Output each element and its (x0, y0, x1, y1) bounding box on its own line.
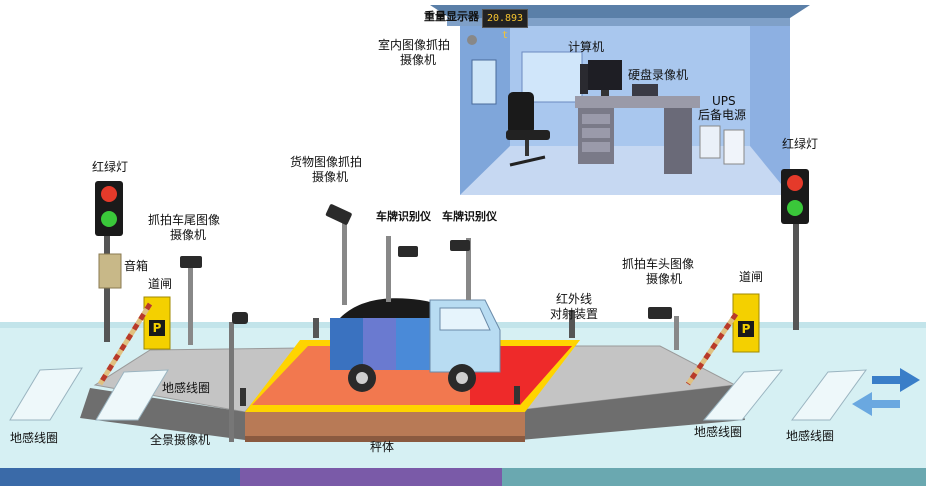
cargo-camera-label-1: 货物图像抓拍 (290, 155, 363, 169)
truck-cargo (340, 298, 458, 320)
speaker (98, 253, 122, 289)
loop-coil-right-2-label: 地感线圈 (786, 429, 835, 443)
scale-base (245, 412, 525, 436)
red-light-icon (101, 186, 117, 202)
control-room (430, 5, 810, 195)
ups-label-1: UPS (712, 94, 736, 108)
front-camera-label-2: 摄像机 (646, 272, 683, 286)
panorama-camera (229, 312, 248, 442)
infrared-sensor (569, 310, 575, 338)
front-camera (648, 307, 679, 350)
building-right-wall (750, 26, 790, 195)
loop-coil-right-1 (702, 369, 784, 421)
loop-coil-far-left-label: 地感线圈 (10, 431, 59, 445)
hdd-recorder-label: 硬盘录像机 (628, 68, 689, 82)
scale-body-label: 秤体 (370, 440, 395, 454)
loop-coil-ramp-label: 地感线圈 (162, 381, 211, 395)
loop-coil-right-1-label: 地感线圈 (694, 425, 743, 439)
bottom-strip-teal (502, 468, 926, 486)
barrier-right-label: 道闸 (739, 270, 764, 284)
bottom-strip-purple (240, 468, 502, 486)
ups-label-2: 后备电源 (698, 108, 747, 122)
cargo-camera-label-2: 摄像机 (312, 170, 349, 184)
office-chair (506, 92, 550, 167)
rear-camera-label-1: 抓拍车尾图像 (148, 213, 221, 227)
indoor-camera-label-1: 室内图像抓拍 (378, 38, 451, 52)
cargo-camera (325, 204, 352, 305)
right-ramp-base (520, 385, 745, 440)
rear-camera-label-2: 摄像机 (170, 228, 207, 242)
indoor-camera (467, 35, 477, 45)
hdd-recorder (632, 84, 658, 96)
green-light-icon (101, 211, 117, 227)
plate-reader-1 (386, 236, 418, 302)
entry-arrow-icon (852, 392, 900, 416)
desk (575, 96, 700, 108)
infrared-label-2: 对射装置 (550, 307, 599, 321)
computer-monitor (588, 60, 622, 90)
green-light-icon (787, 200, 803, 216)
weight-display-label: 重量显示器 (424, 10, 479, 23)
window (471, 59, 497, 105)
red-light-icon (787, 175, 803, 191)
bottom-strip-blue (0, 468, 240, 486)
computer-label: 计算机 (568, 40, 605, 54)
loop-coil-left (95, 369, 169, 421)
traffic-light-right (781, 169, 809, 330)
indoor-camera-label-2: 摄像机 (400, 53, 437, 67)
front-camera-label-1: 抓拍车头图像 (622, 257, 695, 271)
speaker-label: 音箱 (124, 259, 149, 273)
barrier-left-label: 道闸 (148, 277, 173, 291)
plate-reader-1-label: 车牌识别仪 (376, 210, 431, 223)
weight-display: 20.893 t (482, 9, 528, 41)
infrared-label-1: 红外线 (556, 292, 593, 306)
barrier-right-sign: P (738, 321, 754, 337)
traffic-light-right-label: 红绿灯 (782, 137, 819, 151)
barrier-left-sign: P (149, 320, 165, 336)
traffic-light-left-label: 红绿灯 (92, 160, 129, 174)
loop-coil-right-2 (791, 369, 868, 421)
panorama-camera-label: 全景摄像机 (150, 433, 211, 447)
loop-coil-far-left (9, 367, 83, 421)
plate-reader-2-label: 车牌识别仪 (442, 210, 497, 223)
exit-arrow-icon (872, 368, 920, 392)
truck (330, 298, 501, 392)
ups-unit (699, 125, 721, 159)
rear-camera (180, 256, 202, 345)
plate-reader-2 (450, 238, 471, 300)
